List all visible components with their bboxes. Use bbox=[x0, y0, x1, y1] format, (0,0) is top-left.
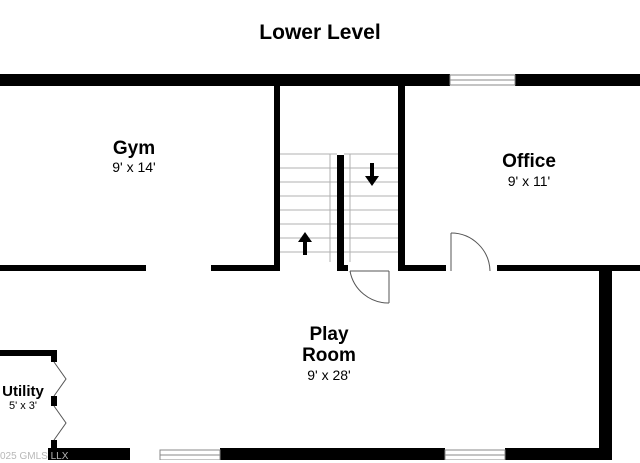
room-dims-utility: 5' x 3' bbox=[8, 400, 38, 412]
watermark-text: 025 GMLS LLX bbox=[0, 451, 69, 462]
arrow-down-icon bbox=[365, 163, 379, 186]
bottom-window-right bbox=[444, 449, 506, 460]
room-dims-play: 9' x 28' bbox=[307, 367, 351, 383]
room-name-office: Office bbox=[502, 151, 556, 172]
stair-center-rail bbox=[337, 155, 344, 270]
utility-right-wall-bottom bbox=[51, 440, 57, 460]
top-wall-right bbox=[515, 74, 640, 86]
stairs-up bbox=[280, 153, 337, 262]
bottom-wall-right bbox=[505, 448, 600, 460]
stair-right-wall bbox=[398, 86, 405, 271]
bottom-wall-left bbox=[48, 448, 130, 460]
utility-right-wall-top bbox=[51, 350, 57, 362]
room-name-play-line2: Room bbox=[302, 345, 356, 366]
stair-left-wall bbox=[274, 86, 280, 271]
room-name-play-line1: Play bbox=[309, 324, 349, 345]
room-dims-gym: 9' x 14' bbox=[112, 159, 156, 175]
bottom-window-left bbox=[159, 449, 221, 460]
room-name-utility: Utility bbox=[2, 383, 44, 400]
office-bottom-wall-left bbox=[398, 265, 446, 271]
room-name-gym: Gym bbox=[112, 138, 156, 159]
arrow-up-icon bbox=[298, 232, 312, 255]
utility-right-wall-mid bbox=[51, 396, 57, 406]
bottom-wall-mid bbox=[220, 448, 445, 460]
utility-top-wall bbox=[0, 350, 57, 356]
gym-bottom-wall-right bbox=[211, 265, 280, 271]
utility-bifold-door bbox=[53, 361, 67, 441]
gym-bottom-wall-left bbox=[0, 265, 146, 271]
plan-title: Lower Level bbox=[259, 21, 381, 44]
stair-door bbox=[349, 270, 390, 304]
office-bottom-wall-right bbox=[497, 265, 640, 271]
right-wall bbox=[599, 265, 612, 460]
top-window bbox=[449, 74, 516, 86]
room-dims-office: 9' x 11' bbox=[507, 173, 551, 189]
office-door bbox=[450, 232, 491, 272]
stair-bottom-wall bbox=[337, 265, 348, 271]
top-wall-left bbox=[0, 74, 450, 86]
